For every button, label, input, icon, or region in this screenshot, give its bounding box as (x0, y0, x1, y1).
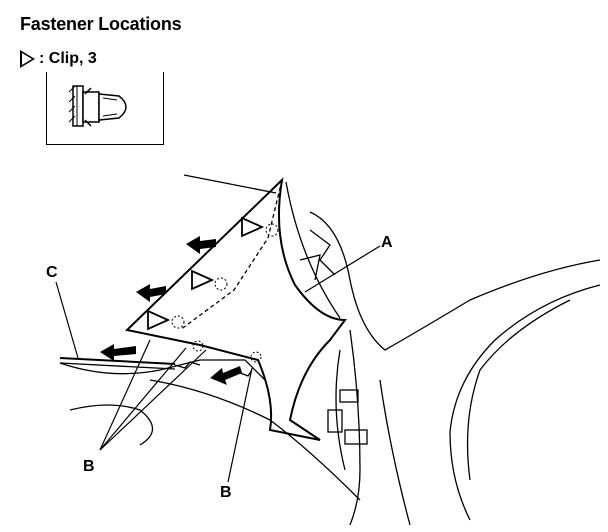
leader-b1-2 (99, 347, 187, 451)
body-rib-1 (349, 329, 361, 526)
wheel-arch-inner (466, 299, 571, 481)
pillar-inner-edge (285, 181, 341, 319)
leader-b1-1 (99, 339, 151, 451)
callout-b1: B (83, 458, 95, 475)
panel-seam-dashed (179, 179, 283, 331)
wheel-arch-outer (449, 284, 601, 521)
removal-arrow-3-icon (100, 344, 136, 361)
removal-arrow-2-icon (136, 284, 166, 302)
pillar-trim-panel (124, 177, 347, 441)
leader-a (304, 245, 381, 293)
body-opening-edge (309, 211, 601, 351)
lower-panel-edge (59, 359, 266, 381)
clip-marker-3-icon (147, 309, 171, 331)
body-bracket-1 (344, 429, 368, 445)
callout-b2: B (220, 484, 232, 501)
leader-b2 (227, 367, 253, 483)
clip-marker-1-icon (241, 216, 265, 238)
page-title: Fastener Locations (20, 14, 182, 34)
clip-location-b1 (192, 340, 204, 352)
leader-b1-3 (99, 349, 207, 451)
sill-trim-c-lower (59, 362, 176, 370)
body-detail-1 (309, 229, 336, 276)
clip-legend-label: : Clip, 3 (39, 50, 97, 67)
clip-location-3 (171, 315, 185, 329)
clip-location-1 (265, 223, 279, 237)
clip-marker-2-icon (191, 269, 215, 291)
callout-c: C (46, 264, 58, 281)
sill-trim-c (59, 357, 176, 365)
clip-detail-drawing (68, 85, 127, 127)
leader-c (55, 281, 79, 359)
callout-a: A (381, 234, 393, 251)
clip-legend: : Clip, 3 (20, 50, 97, 68)
removal-arrow-1-icon (186, 236, 216, 254)
removal-arrow-4-icon (210, 366, 242, 385)
clip-location-b2 (250, 351, 262, 363)
body-bracket-2 (327, 409, 343, 433)
clip-location-2 (214, 277, 228, 291)
body-detail-2 (299, 254, 321, 281)
floor-line (149, 379, 361, 501)
clip-detail-inset (46, 72, 164, 145)
triangle-outline-icon (20, 50, 35, 68)
clip-mount-b1 (174, 361, 201, 369)
body-bracket-3 (339, 389, 359, 403)
roof-edge-line (183, 174, 277, 194)
seat-curve (69, 404, 154, 446)
body-rib-3 (379, 379, 411, 526)
